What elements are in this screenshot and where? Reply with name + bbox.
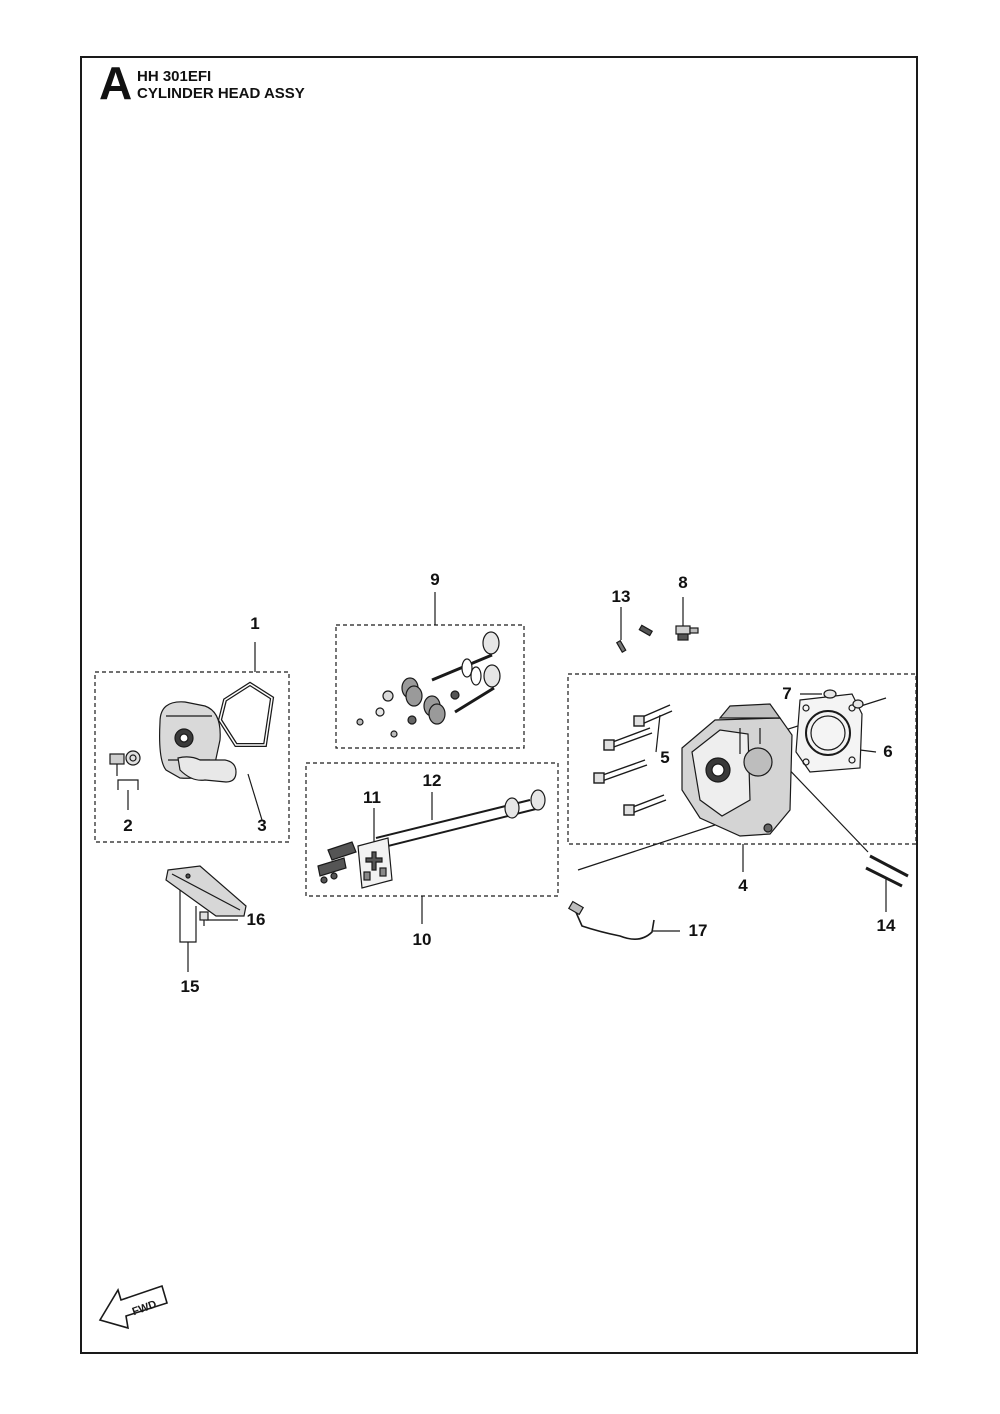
callout-4: 4 — [738, 876, 748, 895]
oil-pipe — [574, 909, 655, 940]
callout-12: 12 — [422, 771, 442, 790]
stud-bolt — [615, 639, 627, 654]
callout-13: 13 — [611, 587, 631, 606]
head-bolts — [593, 704, 673, 816]
shield-bolt — [199, 911, 209, 926]
head-gasket — [795, 693, 863, 773]
callout-11: 11 — [363, 788, 381, 807]
callout-8: 8 — [678, 573, 688, 592]
model-name: HH 301EFI — [137, 68, 212, 85]
callout-9: 9 — [430, 570, 440, 589]
dowel-pins — [823, 689, 864, 709]
callout-10: 10 — [412, 930, 432, 949]
callout-14: 14 — [876, 916, 896, 935]
callout-1: 1 — [250, 614, 260, 633]
callout-17: 17 — [688, 921, 708, 940]
drawing-frame — [80, 56, 918, 1354]
section-letter: A — [99, 57, 133, 109]
cover-bolt — [109, 750, 141, 776]
heat-shield — [165, 865, 247, 917]
spark-plug — [675, 625, 699, 641]
rocker-arms — [317, 841, 357, 884]
callout-2: 2 — [123, 816, 133, 835]
group-box-rocker-arms — [305, 762, 559, 897]
callout-3: 3 — [257, 816, 267, 835]
diagram-title: HH 301EFI CYLINDER HEAD ASSY — [137, 68, 305, 102]
rocker-plate — [357, 837, 393, 889]
locating-pins — [865, 854, 909, 888]
callout-7: 7 — [782, 684, 792, 703]
callout-6: 6 — [883, 742, 893, 761]
callout-5: 5 — [660, 748, 670, 767]
valve-set — [356, 631, 501, 738]
rocker-cover — [159, 701, 221, 779]
group-box-valves — [335, 624, 525, 749]
fwd-arrow-icon — [98, 1284, 168, 1330]
push-rods — [375, 789, 546, 849]
callout-16: 16 — [246, 910, 266, 929]
breather-hose — [177, 756, 237, 783]
cylinder-head — [681, 703, 793, 837]
short-stud — [638, 624, 654, 637]
assembly-name: CYLINDER HEAD ASSY — [137, 85, 305, 102]
callout-15: 15 — [180, 977, 200, 996]
